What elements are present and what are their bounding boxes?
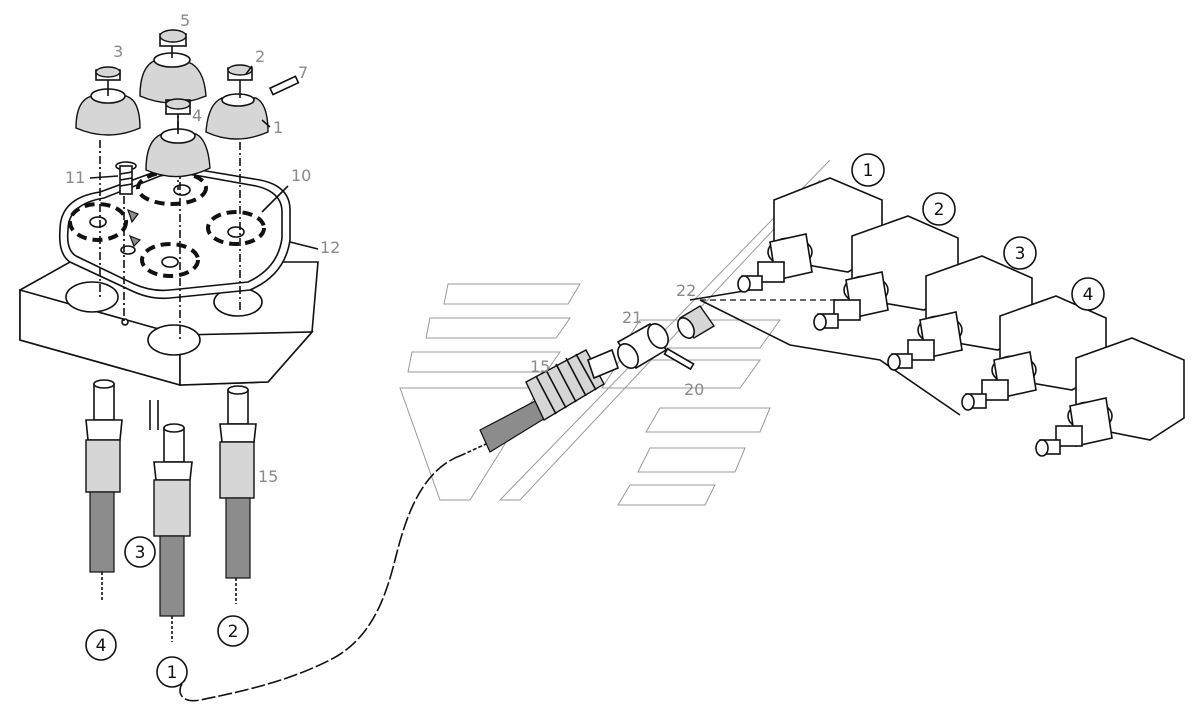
circled-valve-4: 4	[1071, 277, 1105, 311]
svg-text:3: 3	[135, 543, 146, 563]
circled-valve-3: 3	[1003, 236, 1037, 270]
cable-1	[149, 400, 193, 642]
flexible-cable	[179, 454, 463, 702]
cable-4	[85, 379, 123, 600]
circled-cable-3: 3	[124, 536, 156, 568]
svg-text:1: 1	[863, 161, 874, 181]
part-label-12: 12	[320, 238, 340, 257]
part-label-15-mid: 15	[530, 357, 550, 376]
part-label-5: 5	[180, 11, 190, 30]
coupling	[616, 322, 669, 370]
cable-2	[219, 385, 257, 604]
pin	[268, 75, 300, 96]
svg-text:4: 4	[1083, 285, 1094, 305]
part-label-3: 3	[113, 42, 123, 61]
svg-text:4: 4	[96, 636, 107, 656]
part-label-21: 21	[622, 308, 642, 327]
valve-3	[887, 255, 1033, 371]
svg-text:2: 2	[228, 622, 239, 642]
knob-3	[75, 66, 141, 136]
circled-cable-1: 1	[156, 656, 188, 688]
knob-2	[205, 64, 269, 140]
pin-20	[663, 347, 695, 371]
part-label-10: 10	[291, 166, 311, 185]
valve-4	[961, 295, 1107, 411]
svg-text:2: 2	[934, 200, 945, 220]
part-labels: 5 3 2 7 4 1 11 10 12 15 15 21 22 20	[65, 11, 704, 486]
part-label-2: 2	[255, 47, 265, 66]
part-label-22: 22	[676, 281, 696, 300]
part-label-15-left: 15	[258, 467, 278, 486]
screw	[115, 161, 137, 195]
knob-4	[145, 98, 211, 178]
svg-text:3: 3	[1015, 244, 1026, 264]
circled-cable-2: 2	[217, 615, 249, 647]
part-label-4: 4	[192, 106, 202, 125]
circled-valve-2: 2	[922, 192, 956, 226]
part-label-20: 20	[684, 380, 704, 399]
knob-5	[139, 29, 207, 104]
part-label-7: 7	[298, 63, 308, 82]
circled-valve-1: 1	[851, 153, 885, 187]
part-label-11: 11	[65, 168, 85, 187]
svg-text:1: 1	[167, 663, 178, 683]
base-plate	[19, 261, 319, 387]
valve-5	[1035, 337, 1185, 457]
circled-cable-4: 4	[85, 629, 117, 661]
part-label-1: 1	[273, 118, 283, 137]
sleeve-22	[677, 305, 716, 339]
cable-end-sleeve	[461, 348, 619, 456]
leader-lines	[89, 65, 319, 250]
